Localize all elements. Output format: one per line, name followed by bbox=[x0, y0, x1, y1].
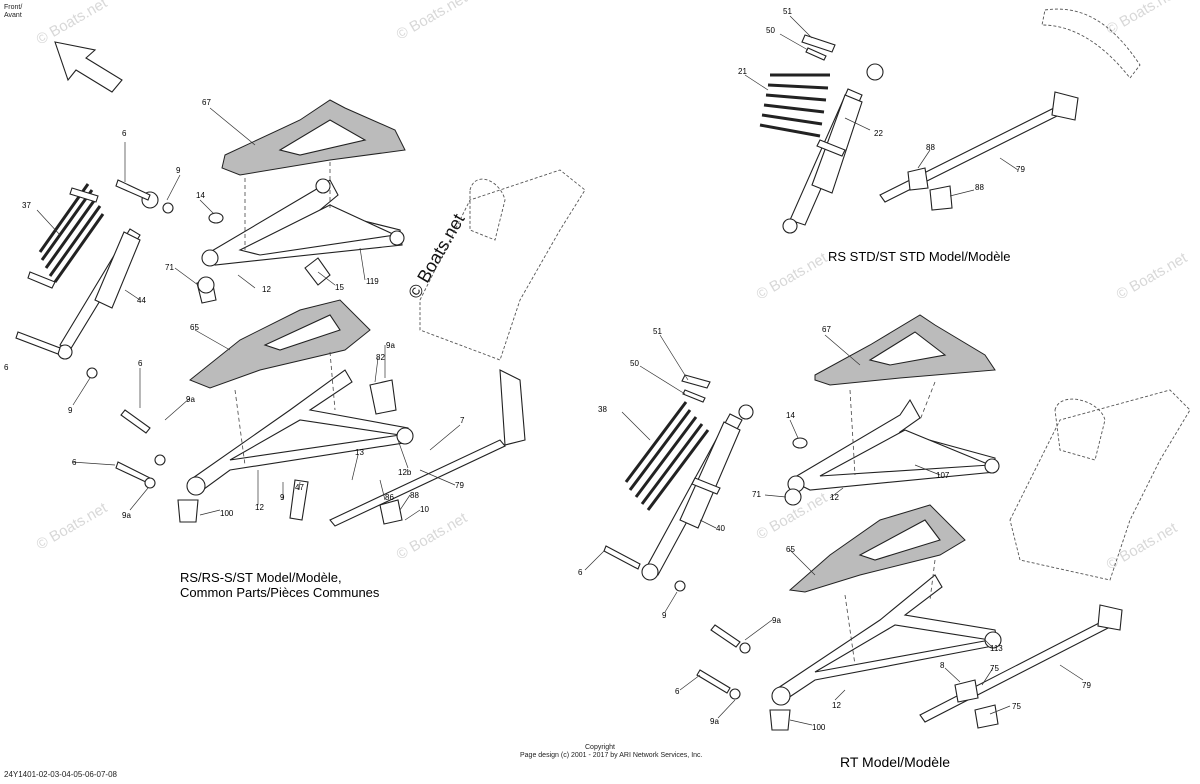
callout: 9a bbox=[386, 341, 395, 350]
watermark: © Boats.net bbox=[34, 0, 111, 48]
callout: 22 bbox=[874, 129, 883, 138]
callout: 15 bbox=[335, 283, 344, 292]
front-arrow-icon bbox=[54, 41, 123, 93]
callout: 9 bbox=[280, 493, 285, 502]
callout: 8 bbox=[940, 661, 945, 670]
callout: 65 bbox=[786, 545, 795, 554]
watermark: © Boats.net bbox=[394, 509, 471, 563]
callout: 71 bbox=[752, 490, 761, 499]
rt-callouts: 67 51 50 14 38 107 71 12 65 40 6 9 9a 11… bbox=[578, 325, 1091, 732]
callout: 79 bbox=[1016, 165, 1025, 174]
callout: 13 bbox=[355, 448, 364, 457]
callout: 40 bbox=[716, 524, 725, 533]
watermark: © Boats.net bbox=[1114, 249, 1191, 303]
callout: 79 bbox=[455, 481, 464, 490]
copyright-label: Copyright bbox=[585, 744, 615, 751]
callout: 10 bbox=[420, 505, 429, 514]
callout: 12 bbox=[830, 493, 839, 502]
callout: 14 bbox=[786, 411, 795, 420]
rt-assembly bbox=[584, 314, 1191, 731]
callout: 119 bbox=[366, 277, 379, 286]
callout: 88 bbox=[410, 491, 419, 500]
callout: 79 bbox=[1082, 681, 1091, 690]
caption-rs-common-1: RS/RS-S/ST Model/Modèle, bbox=[180, 570, 342, 585]
callout: 88 bbox=[926, 143, 935, 152]
front-label-line1: Front/ bbox=[4, 4, 23, 11]
callout: 65 bbox=[190, 323, 199, 332]
watermark: © Boats.net bbox=[1104, 0, 1181, 38]
caption-rs-std: RS STD/ST STD Model/Modèle bbox=[828, 249, 1011, 264]
callout: 44 bbox=[137, 296, 146, 305]
watermark-center: © Boats.net bbox=[404, 210, 468, 302]
front-label-line2: Avant bbox=[4, 12, 22, 19]
left-callouts: 67 6 9 37 14 71 12 15 119 44 6 65 9a 82 … bbox=[4, 98, 465, 520]
watermark: © Boats.net bbox=[394, 0, 471, 43]
callout: 12 bbox=[262, 285, 271, 294]
caption-rs-common-2: Common Parts/Pièces Communes bbox=[180, 585, 380, 600]
callout: 67 bbox=[822, 325, 831, 334]
callout: 100 bbox=[220, 509, 234, 518]
callout: 9a bbox=[186, 395, 195, 404]
watermark: © Boats.net bbox=[754, 249, 831, 303]
callout: 9 bbox=[68, 406, 73, 415]
callout: 6 bbox=[72, 458, 77, 467]
callout: 88 bbox=[975, 183, 984, 192]
callout: 6 bbox=[122, 129, 127, 138]
callout: 7 bbox=[460, 416, 465, 425]
left-assembly bbox=[15, 99, 586, 527]
callout: 9 bbox=[176, 166, 181, 175]
callout: 21 bbox=[738, 67, 747, 76]
callout: 38 bbox=[598, 405, 607, 414]
callout: 12 bbox=[832, 701, 841, 710]
rs-std-callouts: 51 50 21 22 88 79 88 bbox=[738, 7, 1025, 192]
callout: 75 bbox=[990, 664, 999, 673]
callout: 12 bbox=[255, 503, 264, 512]
callout: 9a bbox=[772, 616, 781, 625]
callout: 71 bbox=[165, 263, 174, 272]
callout: 12b bbox=[398, 468, 412, 477]
callout: 47 bbox=[295, 483, 304, 492]
rs-std-assembly bbox=[744, 8, 1141, 234]
callout: 51 bbox=[653, 327, 662, 336]
callout: 100 bbox=[812, 723, 826, 732]
callout: 6 bbox=[138, 359, 143, 368]
watermark: © Boats.net bbox=[34, 499, 111, 553]
callout: 82 bbox=[376, 353, 385, 362]
copyright-notice: Page design (c) 2001 - 2017 by ARI Netwo… bbox=[520, 752, 703, 759]
callout: 86 bbox=[385, 493, 394, 502]
callout: 75 bbox=[1012, 702, 1021, 711]
callout: 9 bbox=[662, 611, 667, 620]
callout: 37 bbox=[22, 201, 31, 210]
callout: 6 bbox=[4, 363, 9, 372]
callout: 67 bbox=[202, 98, 211, 107]
callout: 6 bbox=[578, 568, 583, 577]
callout: 9a bbox=[122, 511, 131, 520]
callout: 9a bbox=[710, 717, 719, 726]
callout: 113 bbox=[990, 644, 1003, 653]
callout: 107 bbox=[936, 471, 950, 480]
callout: 50 bbox=[766, 26, 775, 35]
footer-code: 24Y1401-02-03-04-05-06-07-08 bbox=[4, 770, 117, 779]
callout: 6 bbox=[675, 687, 680, 696]
front-label: Front/ Avant bbox=[4, 4, 22, 20]
callout: 51 bbox=[783, 7, 792, 16]
callout: 50 bbox=[630, 359, 639, 368]
caption-rt: RT Model/Modèle bbox=[840, 754, 950, 770]
callout: 14 bbox=[196, 191, 205, 200]
